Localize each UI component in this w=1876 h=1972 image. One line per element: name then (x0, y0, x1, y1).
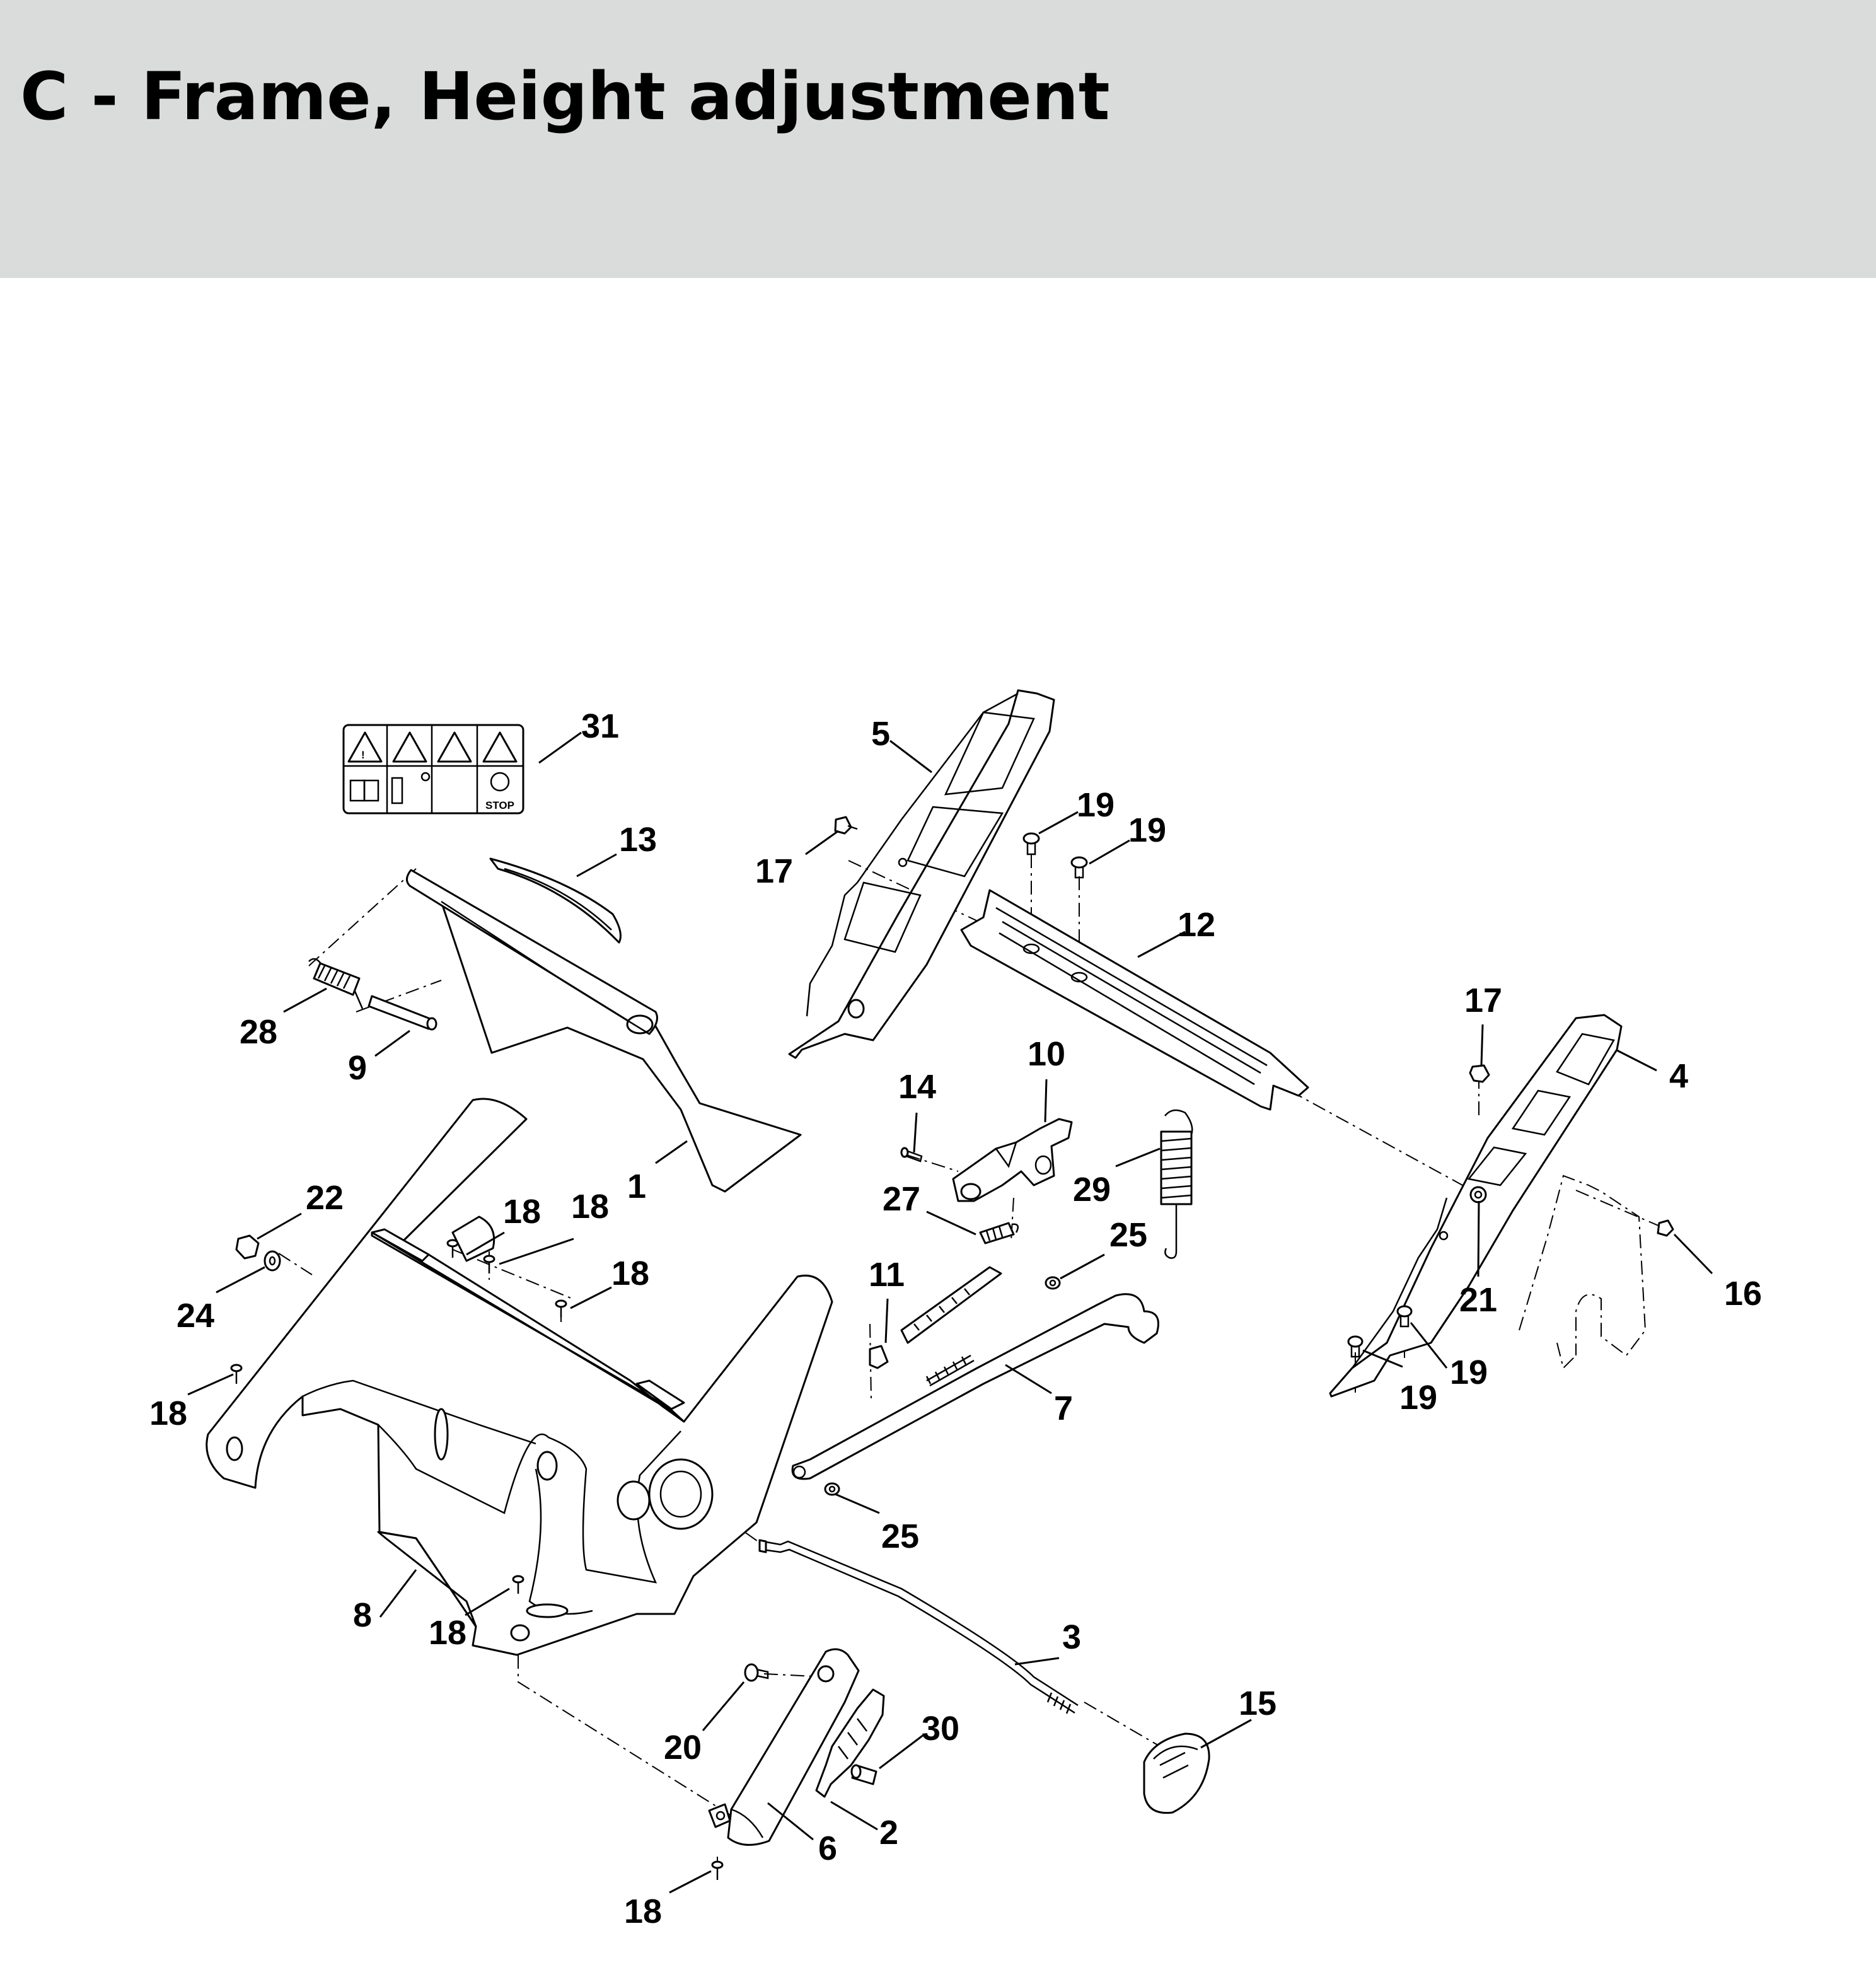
callout-18-e: 18 (429, 1614, 466, 1652)
callout-31: 31 (581, 707, 619, 745)
nut-22 (235, 1234, 260, 1260)
screw-18-b (483, 1255, 495, 1273)
rack-11 (869, 1266, 1002, 1369)
sleeve-30 (850, 1764, 877, 1785)
screw-20 (744, 1663, 769, 1682)
callout-20: 20 (664, 1729, 702, 1766)
bolt-16 (1657, 1219, 1674, 1237)
callout-8: 8 (353, 1596, 372, 1634)
screw-18-f (711, 1860, 724, 1880)
callout-18-f: 18 (624, 1893, 662, 1930)
bolt-17-b (1469, 1064, 1490, 1083)
callout-30: 30 (922, 1710, 959, 1748)
callout-22: 22 (306, 1179, 344, 1217)
callout-17-b: 17 (1464, 982, 1502, 1019)
spring-27 (979, 1222, 1019, 1244)
screw-19-c (1347, 1335, 1364, 1358)
bracket-6 (708, 1648, 860, 1846)
callout-29: 29 (1073, 1171, 1111, 1209)
screw-19-d (1396, 1305, 1413, 1328)
callout-19-d: 19 (1399, 1379, 1437, 1417)
callout-7: 7 (1054, 1389, 1073, 1427)
side-plate-4 (1329, 1014, 1623, 1398)
bolt-14 (900, 1147, 923, 1163)
cover-strip (489, 857, 622, 944)
washer-25-b (824, 1482, 840, 1496)
callout-14: 14 (898, 1068, 936, 1106)
callout-24: 24 (177, 1297, 214, 1335)
callout-27: 27 (883, 1180, 920, 1218)
callout-19-a: 19 (1077, 786, 1115, 824)
spring-28 (308, 958, 364, 1009)
callout-18-b: 18 (571, 1188, 609, 1226)
screw-19-b (1070, 856, 1088, 879)
callout-3: 3 (1062, 1618, 1081, 1656)
screw-18-d (230, 1364, 243, 1384)
callout-5: 5 (871, 715, 890, 753)
knob-15 (1143, 1732, 1210, 1814)
callout-1: 1 (627, 1168, 646, 1205)
screw-18-e (512, 1575, 524, 1594)
cross-member-12 (960, 889, 1309, 1111)
callout-12: 12 (1178, 906, 1215, 944)
callout-leaders (187, 731, 1713, 1894)
callout-18-d: 18 (149, 1395, 187, 1432)
svg-text:!: ! (361, 749, 365, 761)
header-bar: C - Frame, Height adjustment (0, 0, 1876, 278)
callout-19-c: 19 (1450, 1354, 1488, 1391)
page-title: C - Frame, Height adjustment (20, 58, 1110, 135)
callout-2: 2 (879, 1814, 898, 1852)
rod-3 (758, 1539, 1079, 1714)
callout-28: 28 (240, 1013, 277, 1051)
callout-4: 4 (1669, 1057, 1688, 1095)
screw-19-a (1022, 832, 1040, 856)
main-frame (206, 1098, 833, 1656)
callout-13: 13 (619, 821, 657, 859)
upper-handle (406, 869, 802, 1193)
lever-10 (952, 1118, 1073, 1202)
nut-21 (1469, 1186, 1487, 1204)
callout-numbers: 31 13 28 9 1 22 24 18 18 18 18 8 18 20 6… (149, 707, 1762, 1930)
callout-19-b: 19 (1128, 811, 1166, 849)
washer-24 (263, 1250, 281, 1272)
callout-25-b: 25 (881, 1517, 919, 1555)
ghost-housing-outline (1519, 1174, 1647, 1369)
callout-15: 15 (1239, 1685, 1277, 1722)
washer-25-a (1045, 1276, 1061, 1290)
callout-9: 9 (348, 1049, 367, 1087)
height-lever-7 (791, 1293, 1159, 1480)
side-plate-5 (788, 689, 1055, 1059)
callout-11: 11 (869, 1256, 905, 1294)
callout-16: 16 (1724, 1275, 1762, 1313)
warning-label: ! STOP (342, 724, 524, 815)
detent-plate-2 (815, 1688, 885, 1798)
screw-18-c (555, 1299, 567, 1318)
screw-18-a (446, 1239, 459, 1258)
bolt-17-a (834, 816, 858, 835)
pin-9 (368, 995, 437, 1031)
callout-18-a: 18 (503, 1193, 541, 1231)
callout-10: 10 (1028, 1035, 1065, 1073)
callout-18-c: 18 (611, 1255, 649, 1292)
callout-6: 6 (818, 1830, 837, 1867)
warning-label-stop-text: STOP (485, 799, 514, 811)
callout-17-a: 17 (755, 852, 793, 890)
callout-21: 21 (1459, 1281, 1497, 1319)
callout-25-a: 25 (1109, 1216, 1147, 1254)
spring-29 (1160, 1109, 1193, 1259)
